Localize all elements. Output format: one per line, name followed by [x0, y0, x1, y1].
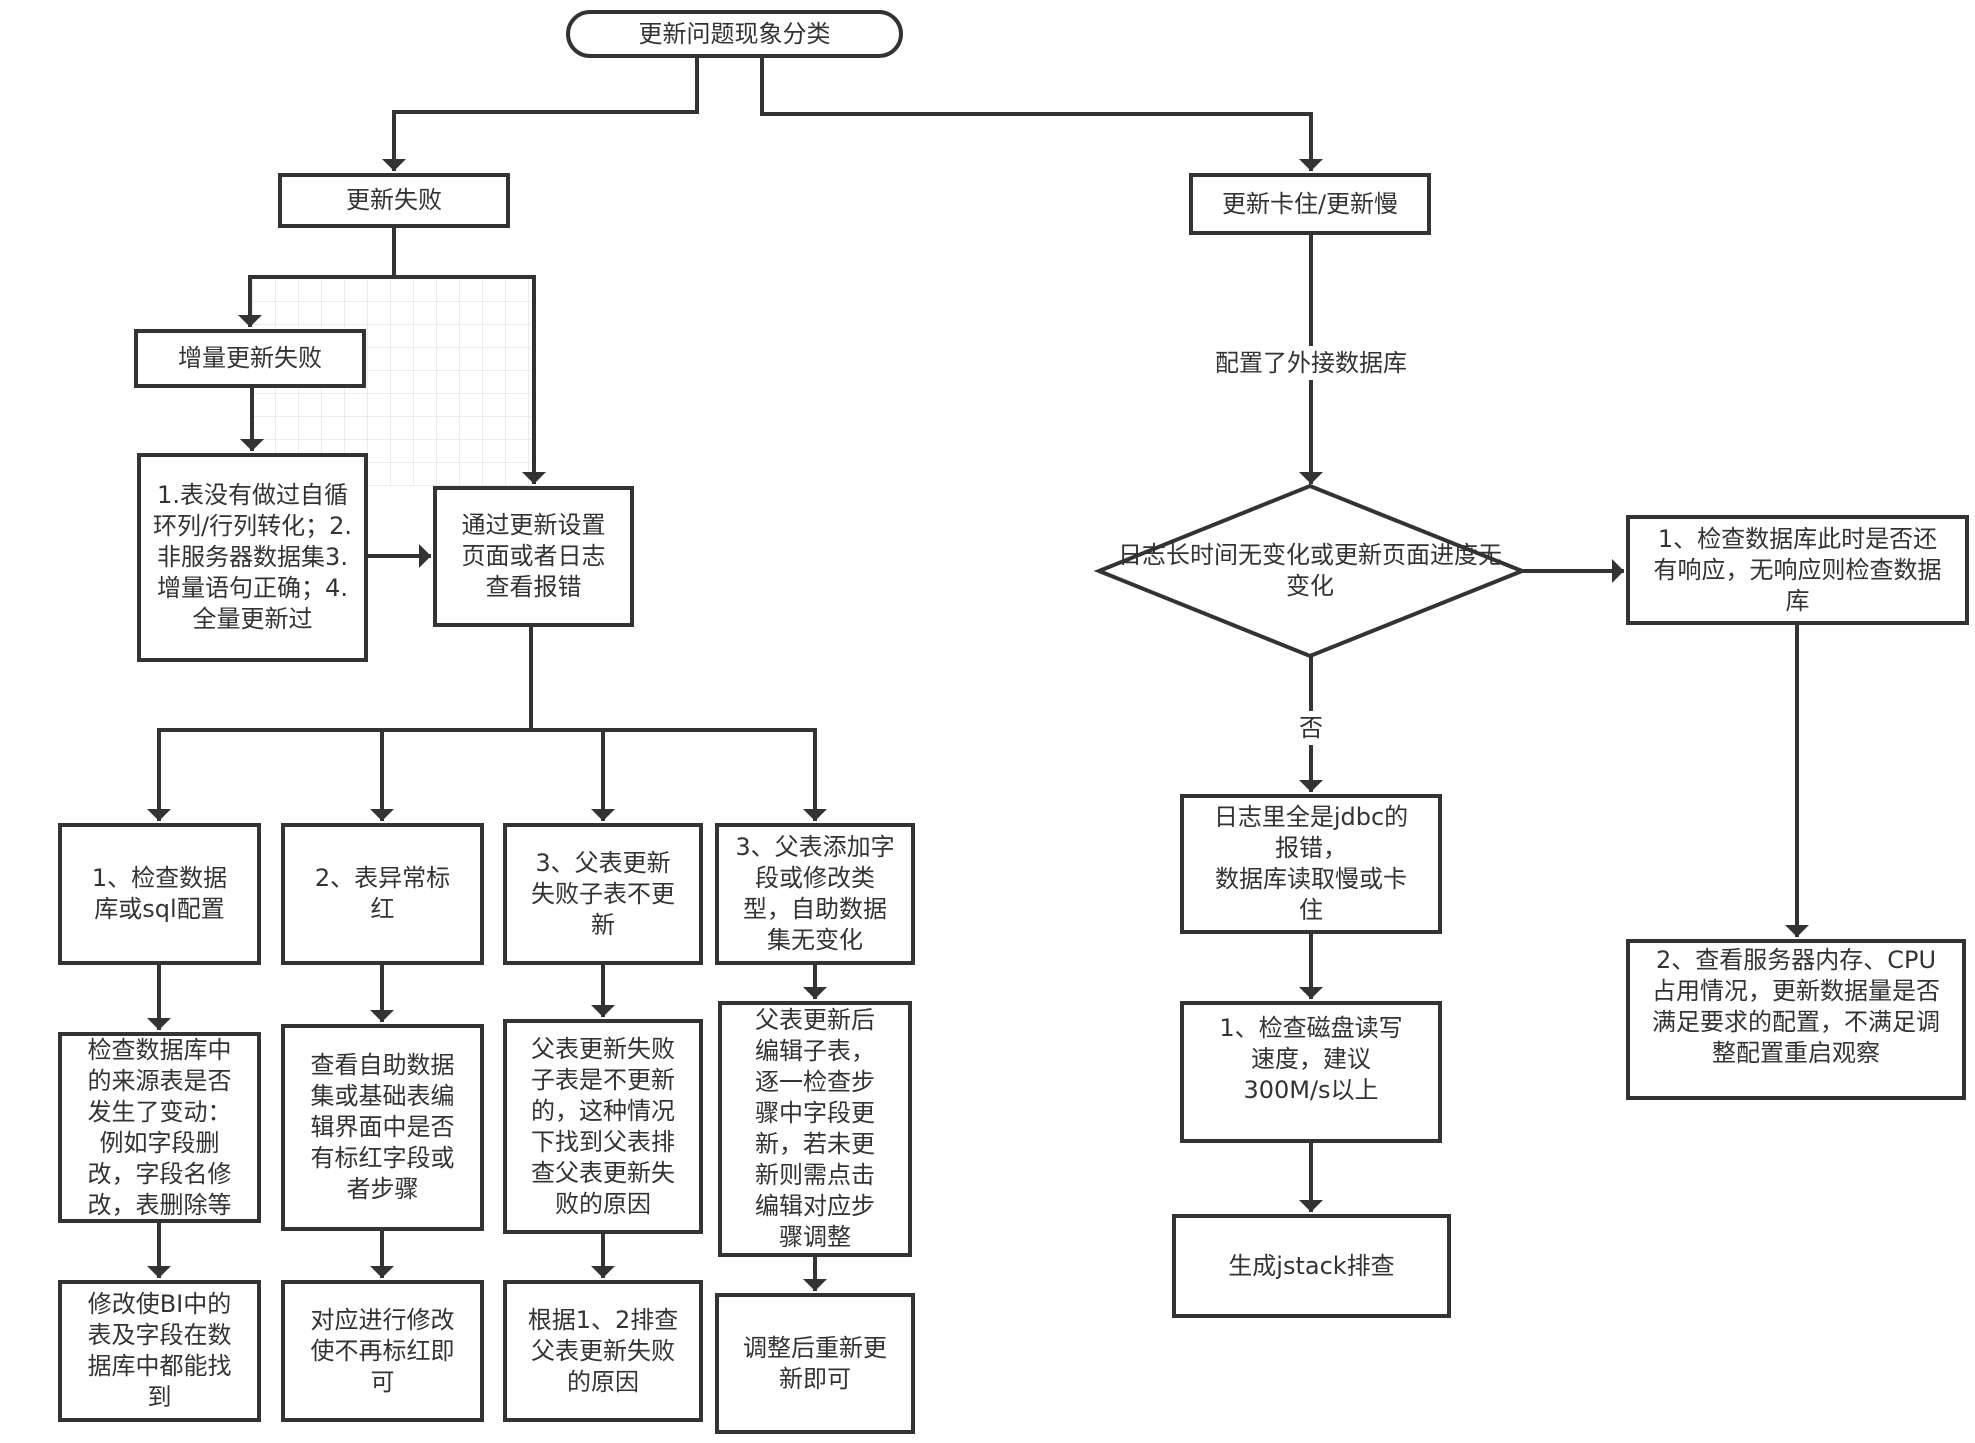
cause-3-fix-text: 根据1、2排查父表更新失败的原因 [527, 1305, 679, 1396]
cause-2-fix-text: 对应进行修改使不再标红即可 [310, 1305, 455, 1396]
cause-4-check-text: 父表更新后编辑子表，逐一检查步骤中字段更新，若未更新则需点击编辑对应步骤调整 [755, 1006, 875, 1251]
edge-title-to-failure [382, 58, 699, 171]
node-jdbc-errors[interactable]: 日志里全是jdbc的报错， 数据库读取慢或卡住 [1180, 794, 1442, 934]
edge-label-external-db: 配置了外接数据库 [1213, 346, 1409, 380]
cause-2-fix[interactable]: 对应进行修改使不再标红即可 [281, 1280, 484, 1422]
node-check-logs[interactable]: 通过更新设置页面或者日志查看报错 [433, 486, 634, 627]
node-generate-jstack-text: 生成jstack排查 [1228, 1251, 1395, 1280]
edge-label-no: 否 [1297, 711, 1325, 745]
cause-3-title-text: 3、父表更新失败子表不更新 [531, 848, 675, 939]
node-incremental-failed[interactable]: 增量更新失败 [134, 329, 366, 388]
cause-1-fix[interactable]: 修改使BI中的表及字段在数据库中都能找到 [58, 1280, 261, 1422]
cause-1-fix-text: 修改使BI中的表及字段在数据库中都能找到 [87, 1290, 232, 1411]
cause-2-check[interactable]: 查看自助数据集或基础表编辑界面中是否有标红字段或者步骤 [281, 1024, 484, 1231]
edge-failure-to-incremental [238, 228, 396, 327]
node-check-server-resources-text: 2、查看服务器内存、CPU占用情况，更新数据量是否满足要求的配置，不满足调整配置… [1652, 946, 1940, 1067]
cause-1-check[interactable]: 检查数据库中的来源表是否发生了变动：例如字段删改，字段名修改，表删除等 [58, 1032, 261, 1223]
cause-1-title[interactable]: 1、检查数据库或sql配置 [58, 823, 261, 965]
cause-3-title[interactable]: 3、父表更新失败子表不更新 [503, 823, 703, 965]
node-incremental-checklist[interactable]: 1.表没有做过自循环列/行列转化；2.非服务器数据集3.增量语句正确；4.全量更… [137, 453, 368, 662]
node-check-disk-speed[interactable]: 1、检查磁盘读写速度，建议300M/s以上 [1180, 1001, 1442, 1143]
edge-logs-to-causes [147, 627, 533, 821]
cause-4-check[interactable]: 父表更新后编辑子表，逐一检查步骤中字段更新，若未更新则需点击编辑对应步骤调整 [718, 1001, 912, 1257]
title-text: 更新问题现象分类 [638, 19, 831, 48]
cause-2-title-text: 2、表异常标红 [314, 864, 451, 923]
cause-3-check-text: 父表更新失败子表是不更新的，这种情况下找到父表排查父表更新失败的原因 [531, 1034, 675, 1218]
cause-3-fix[interactable]: 根据1、2排查父表更新失败的原因 [503, 1280, 703, 1422]
cause-3-check[interactable]: 父表更新失败子表是不更新的，这种情况下找到父表排查父表更新失败的原因 [503, 1019, 703, 1234]
cause-1-title-text: 1、检查数据库或sql配置 [91, 864, 228, 923]
node-check-db-response[interactable]: 1、检查数据库此时是否还有响应，无响应则检查数据库 [1626, 515, 1969, 625]
node-update-failed-text: 更新失败 [346, 186, 442, 214]
edge-title-to-stuck [760, 58, 1323, 171]
node-generate-jstack[interactable]: 生成jstack排查 [1172, 1214, 1451, 1318]
node-incremental-checklist-text: 1.表没有做过自循环列/行列转化；2.非服务器数据集3.增量语句正确；4.全量更… [153, 481, 352, 633]
cause-1-check-text: 检查数据库中的来源表是否发生了变动：例如字段删改，字段名修改，表删除等 [87, 1035, 232, 1219]
cause-4-title[interactable]: 3、父表添加字段或修改类型，自助数据集无变化 [715, 823, 915, 965]
node-check-disk-speed-text: 1、检查磁盘读写速度，建议300M/s以上 [1219, 1014, 1403, 1104]
node-incremental-failed-text: 增量更新失败 [178, 344, 322, 372]
cause-4-title-text: 3、父表添加字段或修改类型，自助数据集无变化 [735, 833, 895, 954]
node-check-logs-text: 通过更新设置页面或者日志查看报错 [461, 511, 606, 601]
node-update-stuck-text: 更新卡住/更新慢 [1221, 189, 1399, 218]
cause-4-fix[interactable]: 调整后重新更新即可 [715, 1293, 915, 1434]
title-node[interactable]: 更新问题现象分类 [566, 10, 903, 58]
cause-4-fix-text: 调整后重新更新即可 [743, 1333, 887, 1393]
node-update-failed[interactable]: 更新失败 [278, 173, 510, 228]
node-update-stuck[interactable]: 更新卡住/更新慢 [1189, 173, 1431, 235]
cause-2-title[interactable]: 2、表异常标红 [281, 823, 484, 965]
node-check-server-resources[interactable]: 2、查看服务器内存、CPU占用情况，更新数据量是否满足要求的配置，不满足调整配置… [1626, 939, 1966, 1100]
node-jdbc-errors-text: 日志里全是jdbc的报错， 数据库读取慢或卡住 [1213, 803, 1409, 924]
node-check-db-response-text: 1、检查数据库此时是否还有响应，无响应则检查数据库 [1653, 524, 1942, 615]
decision-text[interactable]: 日志长时间无变化或更新页面进度无变化 [1118, 541, 1502, 600]
edge-failure-to-logs [394, 275, 546, 484]
cause-2-check-text: 查看自助数据集或基础表编辑界面中是否有标红字段或者步骤 [310, 1051, 455, 1203]
